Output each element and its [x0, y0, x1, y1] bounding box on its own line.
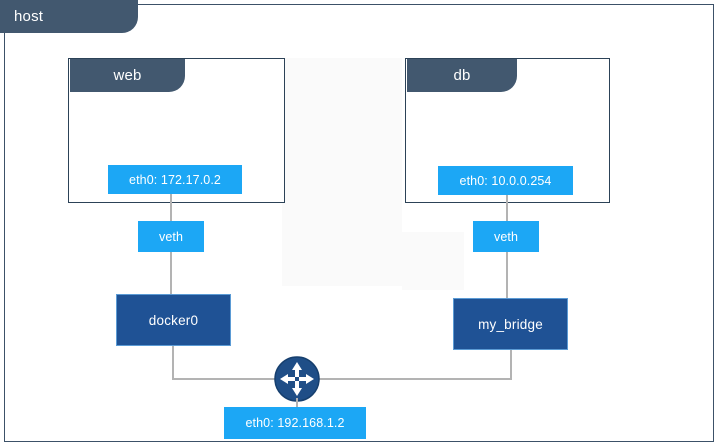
bus-line-right [318, 378, 512, 380]
web-veth-box: veth [138, 221, 204, 252]
db-veth-label: veth [493, 229, 519, 244]
bridge-my-bridge-label: my_bridge [478, 316, 543, 332]
web-veth-label: veth [158, 229, 184, 244]
bridge-my-bridge: my_bridge [453, 298, 568, 350]
connector-router-to-eth0 [296, 398, 298, 408]
host-label: host [14, 8, 44, 25]
bus-line-left [172, 378, 282, 380]
router-eth0-label: eth0: 192.168.1.2 [245, 416, 345, 430]
db-eth0-box: eth0: 10.0.0.254 [438, 166, 573, 195]
container-web-name: web [113, 67, 142, 84]
host-label-tab: host [0, 0, 138, 33]
connector-web-eth0-to-veth [170, 194, 172, 222]
connector-docker0-to-bus [172, 346, 174, 379]
connector-mybridge-to-bus [510, 350, 512, 379]
container-web-tab: web [70, 59, 185, 92]
container-db-tab: db [407, 59, 517, 92]
connector-db-eth0-to-veth [506, 195, 508, 222]
web-eth0-box: eth0: 172.17.0.2 [108, 165, 242, 194]
host-frame [4, 4, 714, 442]
bridge-docker0: docker0 [116, 294, 231, 346]
router-compass-icon [274, 356, 320, 402]
background-artifact [282, 58, 402, 286]
connector-db-veth-to-mybridge [506, 252, 508, 299]
web-eth0-label: eth0: 172.17.0.2 [129, 172, 221, 187]
container-db-name: db [453, 67, 471, 84]
router-eth0-box: eth0: 192.168.1.2 [224, 407, 366, 439]
background-artifact [402, 232, 464, 290]
bridge-docker0-label: docker0 [148, 312, 199, 328]
connector-web-veth-to-docker0 [170, 252, 172, 295]
db-eth0-label: eth0: 10.0.0.254 [459, 173, 552, 188]
db-veth-box: veth [473, 221, 539, 252]
